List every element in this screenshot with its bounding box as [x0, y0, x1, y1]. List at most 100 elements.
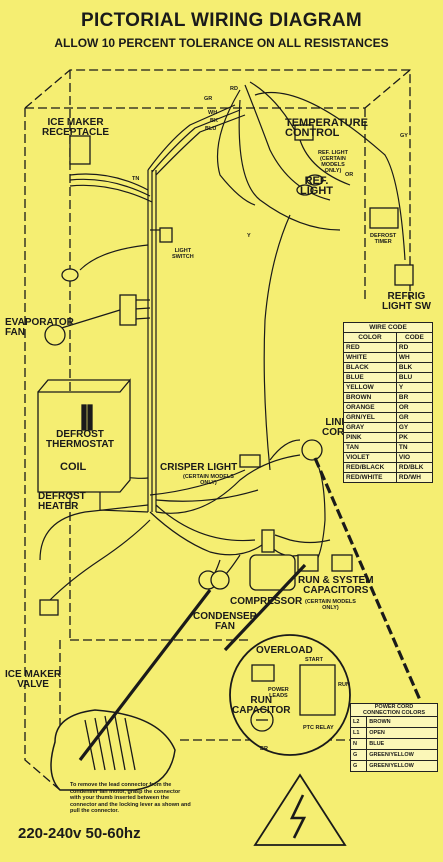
wire-code: BR	[395, 392, 434, 403]
voltage-rating: 220-240v 50-60hz	[18, 825, 141, 842]
wire-color: ORANGE	[343, 402, 397, 413]
label-crisper-light: CRISPER LIGHT	[160, 462, 238, 473]
wire-tag: GY	[400, 133, 408, 139]
terminal-color: GREEN/YELLOW	[366, 760, 438, 772]
ref-light-bulb-icon	[296, 184, 314, 196]
power-cord-title: POWER CORD CONNECTION COLORS	[350, 703, 438, 717]
wire-code: OR	[395, 402, 434, 413]
wire-tag: WH	[208, 110, 218, 116]
label-coil: COIL	[60, 461, 87, 473]
terminal-label: N	[349, 738, 368, 750]
label-run-system-capacitors: RUN & SYSTEM CAPACITORS	[298, 575, 374, 596]
overload-icon	[251, 664, 275, 682]
label-light-switch: LIGHT SWITCH	[172, 248, 194, 260]
connector-removal-note: To remove the lead connector from the co…	[70, 782, 191, 814]
label-line-cord: LINE CORD	[322, 417, 352, 438]
wire-code: GY	[395, 422, 434, 433]
wire-color: RED/WHITE	[343, 472, 397, 483]
wire-color: TAN	[343, 442, 397, 453]
terminal-color: BLUE	[366, 738, 438, 750]
wire-color: VIOLET	[343, 452, 397, 463]
wire-color: BLUE	[343, 372, 397, 383]
wire-code: BLU	[395, 372, 434, 383]
line-cord-plug-icon	[301, 439, 323, 461]
label-evaporator-fan: EVAPORATOR FAN	[5, 317, 74, 338]
wire-color: RED	[343, 342, 397, 353]
wire-color: WHITE	[343, 352, 397, 363]
label-ptc-relay: PTC RELAY	[303, 725, 334, 731]
defrost-timer-icon	[369, 207, 399, 229]
label-compressor: COMPRESSOR	[230, 596, 303, 607]
wire-color: BLACK	[343, 362, 397, 373]
coil-box	[37, 378, 131, 493]
wire-tag: Y	[247, 233, 251, 239]
wire-harness	[39, 81, 406, 601]
label-defrost-timer: DEFROST TIMER	[370, 233, 397, 245]
label-capacitors-note: (CERTAIN MODELS ONLY)	[305, 599, 356, 611]
wire-code-header-color: COLOR	[343, 332, 397, 343]
wire-code-header-code: CODE	[395, 332, 434, 343]
label-start: START	[305, 657, 323, 663]
wire-code: VIO	[395, 452, 434, 463]
label-ice-maker-valve: ICE MAKER VALVE	[5, 669, 62, 690]
wire-code: RD/BLK	[395, 462, 434, 473]
ice-maker-valve-icon	[39, 599, 59, 616]
system-capacitor-icon	[331, 554, 353, 572]
wire-color: RED/BLACK	[343, 462, 397, 473]
wire-tag: GR	[204, 96, 213, 102]
label-overload: OVERLOAD	[256, 645, 313, 656]
wire-code: RD/WH	[395, 472, 434, 483]
wire-tag: BR	[260, 746, 268, 752]
wire-code: PK	[395, 432, 434, 443]
hand-connector-illustration	[50, 709, 176, 791]
wire-tag: TN	[132, 176, 140, 182]
crisper-light-icon	[239, 454, 261, 468]
terminal-color: GREEN/YELLOW	[366, 749, 438, 761]
terminal-label: G	[349, 760, 368, 772]
label-power-leads: POWER LEADS	[268, 687, 289, 699]
label-condenser-fan: CONDENSER FAN	[193, 611, 257, 632]
diagram-subtitle: ALLOW 10 PERCENT TOLERANCE ON ALL RESIST…	[54, 36, 389, 50]
freezer-light-bulb-icon	[61, 268, 79, 282]
label-ref-light: REF. LIGHT	[300, 175, 333, 197]
label-crisper-light-note: (CERTAIN MODELS ONLY)	[183, 474, 234, 486]
terminal-color: OPEN	[366, 727, 438, 739]
wire-color: PINK	[343, 432, 397, 443]
label-defrost-heater: DEFROST HEATER	[38, 491, 86, 512]
evaporator-fan-connector-icon	[119, 294, 137, 326]
terminal-label: G	[349, 749, 368, 761]
leader-lines	[78, 457, 422, 761]
wire-tag: RD	[230, 86, 238, 92]
wire-code: Y	[395, 382, 434, 393]
wire-tag: OR	[345, 172, 354, 178]
label-defrost-thermostat: DEFROST THERMOSTAT	[46, 429, 114, 450]
compressor-icon	[249, 554, 296, 591]
label-ice-maker-receptacle: ICE MAKER RECEPTACLE	[42, 117, 110, 138]
label-temperature-control: TEMPERATURE CONTROL	[285, 117, 368, 139]
label-refrig-light-sw: REFRIG LIGHT SW	[382, 291, 431, 312]
wire-color: GRN/YEL	[343, 412, 397, 423]
terminal-label: L2	[349, 716, 368, 728]
label-run: RUN	[338, 682, 350, 688]
label-run-capacitor: RUN CAPACITOR	[232, 695, 291, 716]
wire-code: TN	[395, 442, 434, 453]
wire-color: GRAY	[343, 422, 397, 433]
